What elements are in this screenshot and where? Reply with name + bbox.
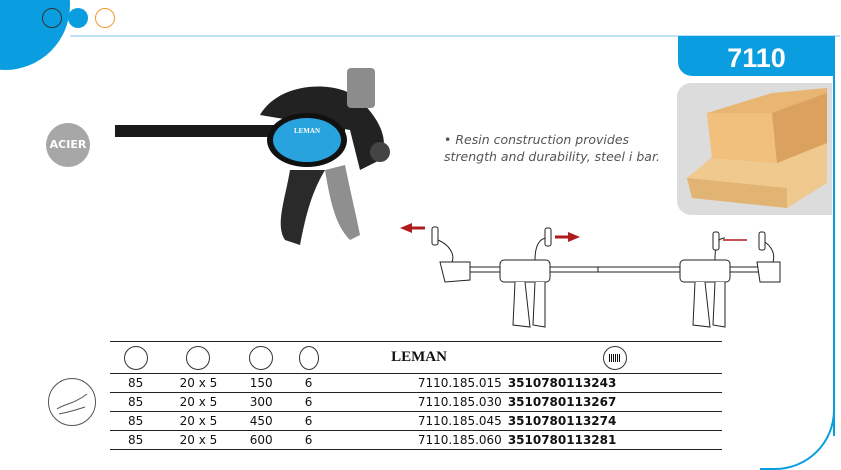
bar-section-cell: 20 x 5 <box>161 373 236 393</box>
right-border <box>833 36 835 436</box>
opening-icon <box>235 341 287 374</box>
top-divider <box>70 35 840 37</box>
opening-cell: 150 <box>235 373 287 393</box>
opening-cell: 600 <box>235 430 287 450</box>
throat-depth-cell: 85 <box>110 392 162 412</box>
usage-diagram <box>395 220 795 344</box>
barcode-icon <box>507 341 722 374</box>
reference-cell: 7110.185.045 <box>330 411 508 431</box>
product-ref-tab: 7110 <box>678 36 835 76</box>
hand-tool-icon <box>48 378 96 426</box>
quantity-cell: 6 <box>286 392 331 412</box>
throat-depth-cell: 85 <box>110 430 162 450</box>
table-header-row: LEMAN <box>110 341 722 374</box>
ean-code-cell: 3510780113243 <box>507 373 722 393</box>
product-description: • Resin construction provides strength a… <box>444 132 660 164</box>
bar-section-icon <box>161 341 236 374</box>
opening-cell: 450 <box>235 411 287 431</box>
quantity-cell: 6 <box>286 411 331 431</box>
bar-section-cell: 20 x 5 <box>161 392 236 412</box>
quantity-cell: 6 <box>286 430 331 450</box>
ean-code-cell: 3510780113274 <box>507 411 722 431</box>
bar-section-cell: 20 x 5 <box>161 411 236 431</box>
throat-depth-cell: 85 <box>110 411 162 431</box>
ean-code-cell: 3510780113267 <box>507 392 722 412</box>
color-option-blue <box>68 8 88 28</box>
brand-header: LEMAN <box>330 341 508 374</box>
reference-cell: 7110.185.030 <box>330 392 508 412</box>
clamp-product-image: LEMAN <box>110 60 430 264</box>
throat-depth-icon <box>110 341 162 374</box>
reference-cell: 7110.185.015 <box>330 373 508 393</box>
material-badge: ACIER <box>46 123 90 167</box>
quantity-cell: 6 <box>286 373 331 393</box>
opening-cell: 300 <box>235 392 287 412</box>
quantity-icon <box>286 341 331 374</box>
color-option-black <box>42 8 62 28</box>
wood-application-image <box>677 83 832 215</box>
color-option-orange <box>95 8 115 28</box>
reference-cell: 7110.185.060 <box>330 430 508 450</box>
bar-section-cell: 20 x 5 <box>161 430 236 450</box>
clamp-logo: LEMAN <box>294 127 320 135</box>
throat-depth-cell: 85 <box>110 373 162 393</box>
ean-code-cell: 3510780113281 <box>507 430 722 450</box>
right-border-curve <box>760 380 835 470</box>
